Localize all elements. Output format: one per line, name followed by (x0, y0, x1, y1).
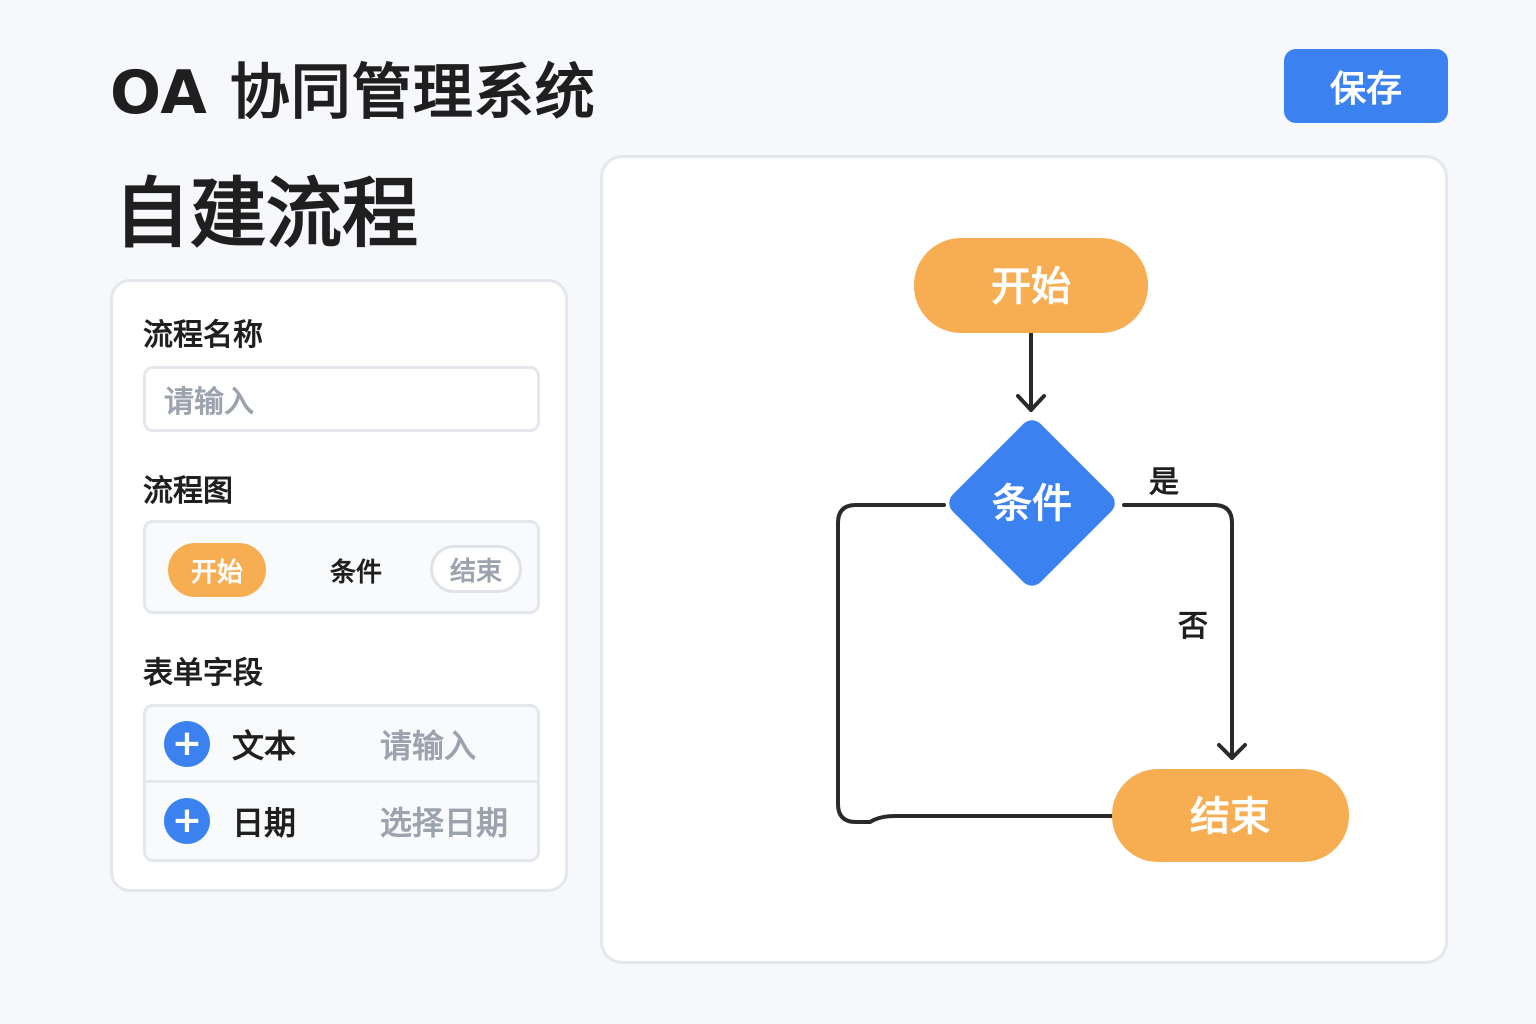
add-icon[interactable]: + (164, 798, 210, 844)
save-button[interactable]: 保存 (1284, 49, 1448, 123)
edge-label-no: 否 (1178, 609, 1208, 644)
field-placeholder[interactable]: 请输入 (380, 726, 477, 765)
add-icon[interactable]: + (164, 720, 210, 767)
arrowhead-icon (1217, 743, 1247, 760)
form-fields-label: 表单字段 (143, 656, 263, 691)
field-placeholder[interactable]: 选择日期 (380, 804, 509, 842)
mini-node-condition[interactable]: 条件 (329, 557, 382, 588)
flow-name-input[interactable]: 请输入 (143, 366, 540, 432)
edge-loop (836, 503, 1114, 824)
form-fields-list: + 文本 请输入 + 日期 选择日期 (143, 704, 540, 862)
edge-label-yes: 是 (1149, 465, 1179, 500)
field-row-date: + 日期 选择日期 (146, 783, 537, 859)
node-end-label: 结束 (1190, 794, 1270, 840)
node-condition[interactable] (944, 415, 1119, 590)
mini-node-end[interactable]: 结束 (430, 545, 522, 593)
node-start-label: 开始 (991, 264, 1071, 310)
node-condition-label: 条件 (992, 481, 1072, 527)
field-row-text: + 文本 请输入 (146, 707, 537, 783)
field-name: 文本 (232, 726, 297, 765)
app-title: OA 协同管理系统 (110, 58, 596, 128)
node-start[interactable] (914, 238, 1148, 333)
node-end[interactable] (1112, 769, 1349, 862)
edge-yes-no (1122, 503, 1234, 760)
mini-node-start[interactable]: 开始 (168, 543, 266, 597)
arrowhead-icon (1016, 394, 1046, 412)
form-panel: 流程名称 请输入 流程图 开始 条件 结束 表单字段 + 文本 请输入 + 日期… (110, 279, 568, 892)
flow-mini-preview: 开始 条件 结束 (143, 520, 540, 614)
field-name: 日期 (232, 804, 297, 842)
flow-name-label: 流程名称 (143, 318, 263, 353)
flow-chart-label: 流程图 (143, 474, 233, 509)
page-title: 自建流程 (114, 169, 418, 258)
